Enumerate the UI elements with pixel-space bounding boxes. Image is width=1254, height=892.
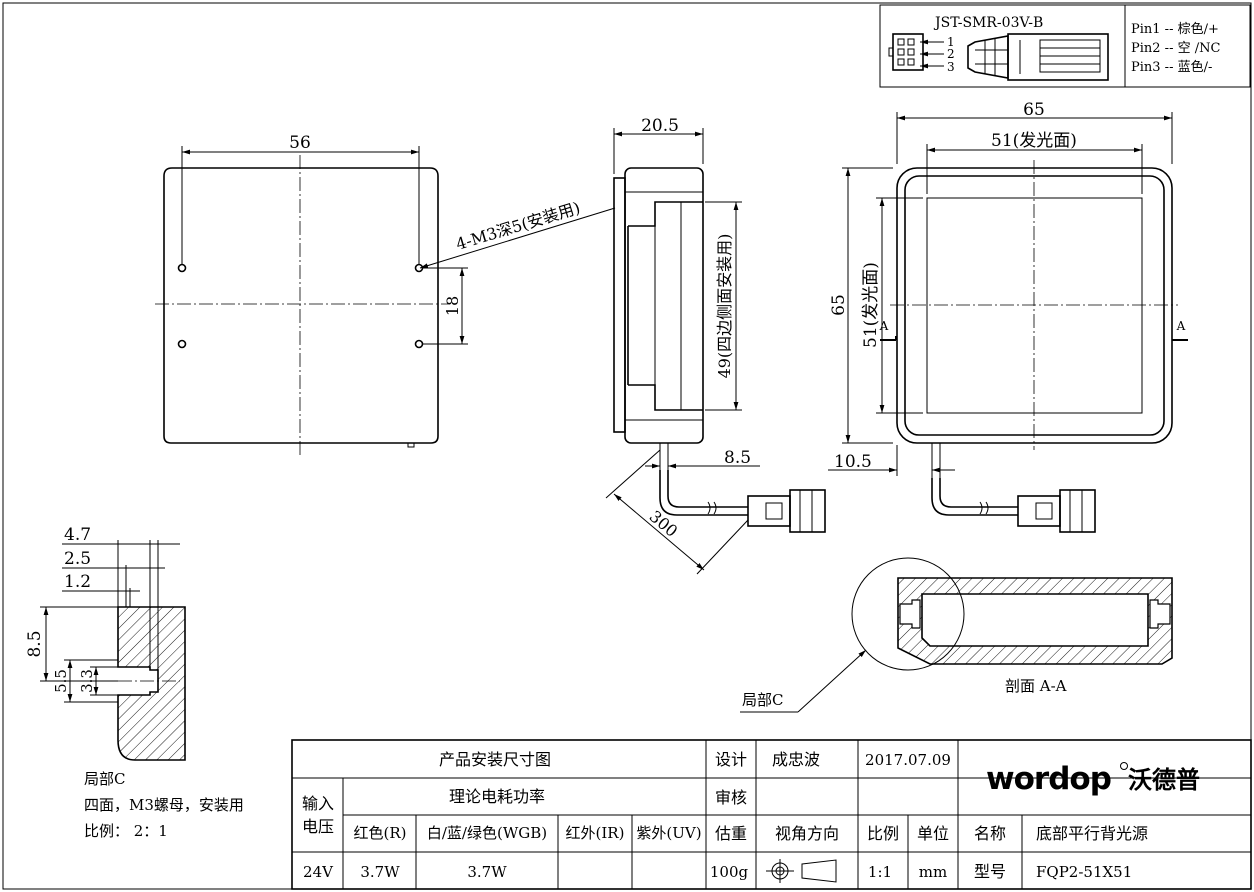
tb-view-label: 视角方向	[775, 824, 839, 843]
pin1-text: Pin1 -- 棕色/+	[1131, 21, 1219, 37]
tb-input-label-1: 输入	[302, 794, 334, 813]
front-view: 56 18 4-M3深5(安装用)	[155, 133, 616, 455]
tb-weight-label: 估重	[715, 824, 747, 843]
detail-dim-2-5: 2.5	[64, 549, 91, 569]
logo-latin: wordop	[986, 761, 1111, 797]
detail-dim-1-2: 1.2	[64, 572, 91, 592]
detail-note: 四面，M3螺母，安装用	[84, 796, 244, 814]
tb-unit: mm	[919, 863, 947, 881]
note-mount-holes: 4-M3深5(安装用)	[454, 198, 583, 254]
emitting-view: A A 65 51(发光面) 65 51(发光面)	[828, 100, 1188, 533]
dim-emit-width: 51(发光面)	[991, 131, 1077, 151]
detail-c: 4.7 2.5 1.2 8.5 5.5 3.3 局部C 四面，M3螺母，安装用 …	[25, 525, 244, 840]
pin3-text: Pin3 -- 蓝色/-	[1131, 59, 1212, 75]
tb-designer: 成忠波	[772, 750, 820, 769]
tb-product-name: 底部平行背光源	[1036, 824, 1148, 843]
connector-model: JST-SMR-03V-B	[933, 15, 1043, 31]
tb-unit-label: 单位	[917, 824, 949, 843]
dim-hole-spacing: 18	[443, 296, 462, 316]
connector-sketch: 1 2 3	[888, 33, 1109, 81]
pin-number-3: 3	[947, 60, 955, 74]
dim-side-depth: 20.5	[641, 116, 679, 136]
tb-power-col-r: 红色(R)	[354, 824, 407, 842]
tb-voltage: 24V	[303, 863, 334, 881]
detail-dim-4-7: 4.7	[64, 525, 91, 545]
tb-drawing-title: 产品安装尺寸图	[439, 750, 551, 769]
tb-review-label: 审核	[715, 788, 747, 807]
detail-dim-5-5: 5.5	[52, 669, 70, 693]
tb-power-wgb: 3.7W	[467, 863, 507, 881]
tb-power-r: 3.7W	[360, 863, 400, 881]
tb-power-col-uv: 紫外(UV)	[636, 824, 701, 842]
dim-outer-width: 65	[1023, 100, 1045, 120]
tb-power-label: 理论电耗功率	[449, 787, 545, 806]
tb-scale: 1:1	[868, 863, 892, 881]
tb-scale-label: 比例	[867, 824, 899, 843]
tb-model: FQP2-51X51	[1036, 863, 1132, 881]
dim-emit-cable-offset: 10.5	[834, 452, 872, 472]
tb-power-col-ir: 红外(IR)	[566, 824, 625, 842]
tb-weight: 100g	[710, 863, 749, 881]
detail-title: 局部C	[84, 770, 125, 788]
tb-design-label: 设计	[715, 750, 747, 769]
tb-input-label-2: 电压	[302, 817, 334, 836]
dim-side-cable-offset: 8.5	[724, 448, 751, 468]
company-logo: wordop 沃德普	[986, 761, 1200, 797]
dim-emit-height: 51(发光面)	[861, 262, 881, 348]
tb-power-col-wgb: 白/蓝/绿色(WGB)	[427, 824, 547, 842]
section-mark-right: A	[1176, 319, 1186, 333]
section-label: 剖面 A-A	[1005, 677, 1067, 695]
pin2-text: Pin2 -- 空 /NC	[1131, 41, 1220, 56]
detail-dim-8-5: 8.5	[25, 630, 45, 657]
tb-date: 2017.07.09	[865, 751, 951, 769]
detail-callout: 局部C	[742, 691, 783, 709]
logo-cn: 沃德普	[1128, 766, 1200, 794]
projection-symbol-icon	[766, 859, 837, 883]
pin-number-1: 1	[947, 35, 955, 49]
dim-front-width: 56	[289, 133, 311, 153]
dim-side-49: 49(四边侧面安装用)	[715, 234, 734, 379]
side-view: 20.5 49(四边侧面安装用) 8.5 300	[605, 116, 826, 575]
title-block: 产品安装尺寸图 设计 成忠波 2017.07.09 审核 输入 电压 理论电耗功…	[291, 739, 1252, 890]
dim-outer-height: 65	[829, 294, 849, 316]
tb-name-label: 名称	[974, 824, 1006, 843]
tb-model-label: 型号	[974, 862, 1006, 881]
dim-cable-length: 300	[646, 507, 682, 541]
detail-dim-3-3: 3.3	[78, 669, 96, 693]
detail-scale: 比例： 2：1	[84, 822, 168, 840]
pin-number-2: 2	[947, 47, 955, 61]
connector-info-box: JST-SMR-03V-B 1 2 3	[879, 4, 1251, 88]
section-aa: 局部C 剖面 A-A	[740, 557, 1173, 713]
